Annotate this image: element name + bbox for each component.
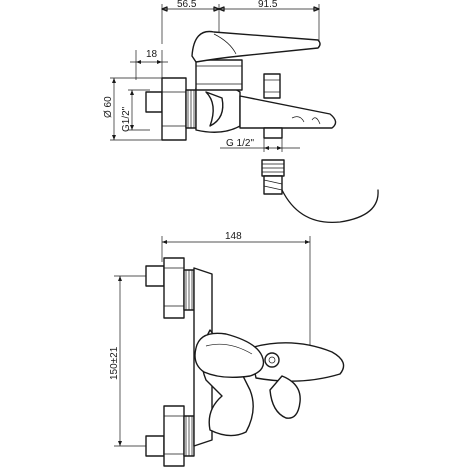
upper-connection bbox=[145, 257, 195, 319]
dim-width-group: 148 bbox=[161, 231, 311, 352]
dim-height-group: 150±21 bbox=[109, 275, 162, 447]
front-view: 148 150±21 bbox=[109, 231, 345, 467]
dim-thread-bottom: G 1/2" bbox=[226, 138, 254, 149]
dim-nut-group: 18 bbox=[130, 49, 168, 80]
lever-side bbox=[191, 30, 321, 63]
dim-left-group: Ø 60 G1/2" bbox=[103, 77, 162, 141]
mixer-body-side bbox=[195, 59, 243, 133]
dim-148: 148 bbox=[225, 231, 242, 242]
lower-connection bbox=[145, 405, 195, 467]
dim-thread-left: G1/2" bbox=[121, 106, 132, 132]
spout-side bbox=[239, 73, 337, 129]
dim-top-group: 56.5 91.5 bbox=[161, 0, 320, 44]
hose-outlet: G 1/2" bbox=[220, 127, 379, 224]
dim-56-5: 56.5 bbox=[177, 0, 197, 10]
side-view: 56.5 91.5 18 Ø 60 G1/2" bbox=[103, 0, 379, 224]
lever-front bbox=[194, 332, 301, 419]
dim-91-5: 91.5 bbox=[258, 0, 278, 10]
dim-18: 18 bbox=[146, 49, 158, 60]
wall-connection bbox=[145, 77, 197, 141]
dim-diameter-60: Ø 60 bbox=[103, 96, 114, 118]
dim-150-21: 150±21 bbox=[109, 346, 120, 380]
